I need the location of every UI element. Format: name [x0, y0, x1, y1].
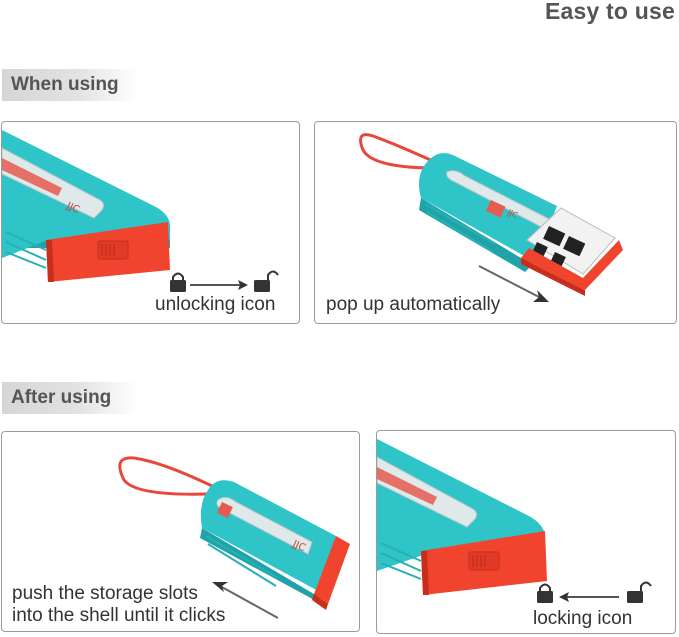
section-label-when-using: When using	[2, 69, 138, 101]
caption-push-storage-slots: push the storage slots into the shell un…	[12, 583, 225, 627]
product-locked-illustration	[377, 439, 547, 595]
arrow-right-icon	[190, 280, 248, 290]
brand-mark-insert: JJC	[290, 538, 307, 554]
lock-open-icon	[627, 581, 652, 603]
arrow-down-right-icon	[478, 265, 549, 302]
arrow-left-icon	[559, 592, 619, 602]
lock-closed-icon	[537, 583, 553, 603]
push-arrow	[212, 582, 279, 619]
panel-pop-up: JJC pop up automatically	[314, 121, 677, 324]
product-closed-illustration: JJC	[2, 130, 171, 282]
arrow-up-left-icon	[212, 582, 279, 619]
caption-unlocking-icon: unlocking icon	[155, 294, 276, 315]
product-insert-illustration: JJC	[118, 456, 350, 610]
page-title: Easy to use	[544, 0, 675, 24]
panel-locking: locking icon	[376, 430, 676, 634]
caption-line-1: push the storage slots	[12, 583, 198, 604]
lock-open-icon	[254, 270, 279, 292]
pop-up-arrow	[478, 265, 549, 302]
brand-mark: JJC	[64, 200, 81, 216]
lock-closed-icon	[170, 272, 186, 292]
caption-pop-up-automatically: pop up automatically	[326, 294, 501, 315]
lock-icons	[537, 581, 652, 603]
section-label-after-using: After using	[2, 382, 138, 414]
unlock-icons	[170, 270, 279, 292]
panel-push-in: JJC push the storage slots into the shel…	[1, 431, 360, 632]
product-open-illustration: JJC	[359, 133, 623, 296]
panel-unlocking: JJC unlocking icon	[1, 121, 300, 324]
caption-line-2: into the shell until it clicks	[12, 605, 226, 626]
brand-mark-open: JJC	[505, 207, 519, 220]
caption-locking-icon: locking icon	[533, 608, 633, 629]
